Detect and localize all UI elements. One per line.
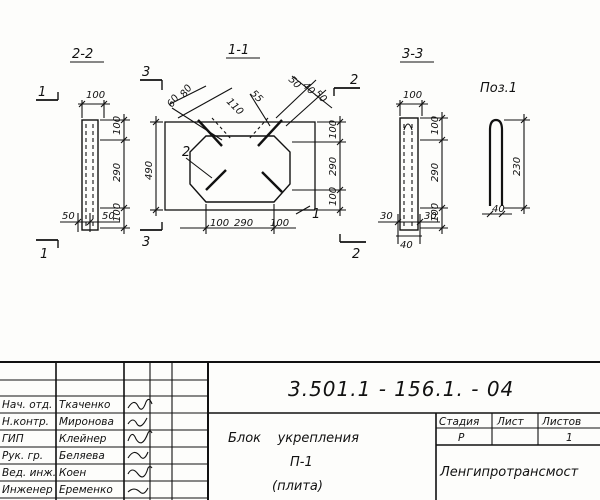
dim-3-3-v2: 290: [430, 163, 441, 182]
name-5: Коен: [59, 467, 86, 479]
dim-1-1-b3: 100: [270, 218, 289, 229]
dim-3-3-v3: 100: [430, 203, 441, 222]
role-3: ГИП: [2, 433, 24, 445]
dim-2-2-v3: 100: [112, 203, 123, 222]
dim-3-3-bottom-right: 30: [424, 211, 437, 222]
organization-name: Ленгипротрансмост: [439, 465, 579, 480]
dim-1-1-height: 490: [144, 161, 155, 180]
dim-pos-1-height: 230: [512, 157, 523, 176]
signatures-column: Нач. отд. Ткаченко Н.контр. Миронова ГИП…: [2, 399, 114, 496]
product-name-line3: (плита): [272, 479, 323, 494]
cut-mark-2: 2 2: [333, 73, 366, 262]
cut-mark-2-top: 2: [350, 73, 358, 88]
cut-mark-1: 1 1: [36, 85, 59, 262]
dim-2-2-v2: 290: [112, 163, 123, 182]
product-name-line2: П-1: [290, 455, 313, 470]
cut-mark-2-bottom: 2: [352, 247, 360, 262]
dim-3-3-v1: 100: [430, 116, 441, 135]
dim-1-1-tl-1: 60: [165, 93, 181, 110]
dim-3-3-under: 40: [400, 240, 413, 251]
cut-mark-1-bottom: 1: [40, 247, 48, 262]
dim-2-2-top: 100: [86, 90, 105, 101]
name-3: Клейнер: [59, 433, 107, 445]
sheets-value: 1: [566, 432, 573, 444]
role-1: Нач. отд.: [2, 399, 52, 411]
pos-1-title: Поз.1: [480, 81, 517, 96]
dim-1-1-tl-2: 80: [178, 83, 194, 100]
title-block: [0, 361, 600, 500]
stage-header: Стадия: [439, 416, 479, 428]
cut-mark-3-top: 3: [142, 65, 150, 80]
dim-2-2-v1: 100: [112, 116, 123, 135]
name-4: Беляева: [59, 450, 105, 462]
position-1-detail: Поз.1 230 40: [480, 81, 530, 218]
dim-1-1-r2: 290: [328, 157, 339, 176]
dim-2-2-bottom-right: 50: [102, 211, 115, 222]
name-6: Еременко: [59, 484, 113, 496]
role-4: Рук. гр.: [2, 450, 43, 462]
dim-1-1-tr-1: 50: [286, 74, 303, 91]
role-6: Инженер: [2, 484, 53, 496]
dim-2-2-bottom-left: 50: [62, 211, 75, 222]
name-1: Ткаченко: [59, 399, 111, 411]
section-2-2-title: 2-2: [72, 47, 93, 62]
cut-mark-1-top: 1: [38, 85, 46, 100]
dim-1-1-tl-3: 110: [224, 96, 245, 117]
section-1-1: 1-1 60 80 110 55: [144, 43, 346, 234]
cut-mark-3: 3 3: [140, 65, 163, 250]
callout-2: 2: [182, 145, 190, 160]
dim-3-3-top: 100: [403, 90, 422, 101]
product-name-line1: Блок укрепления: [228, 431, 359, 446]
cut-mark-3-bottom: 3: [142, 235, 150, 250]
dim-1-1-r3: 100: [328, 187, 339, 206]
section-2-2: 2-2 100 100 290 100: [60, 47, 130, 234]
sheets-header: Листов: [541, 416, 581, 428]
section-1-1-title: 1-1: [228, 43, 249, 58]
section-3-3: 3-3 100 100 290 100 30 30: [378, 47, 448, 251]
dim-pos-1-width: 40: [492, 204, 505, 215]
role-5: Вед. инж.: [2, 467, 56, 479]
sheet-header: Лист: [496, 416, 524, 428]
section-3-3-title: 3-3: [402, 47, 423, 62]
dim-1-1-top-mid: 55: [248, 88, 265, 105]
name-2: Миронова: [59, 416, 114, 428]
dim-3-3-bottom-left: 30: [380, 211, 393, 222]
stage-value: Р: [458, 432, 465, 444]
dim-1-1-b2: 290: [234, 218, 253, 229]
role-2: Н.контр.: [2, 416, 49, 428]
callout-1: 1: [312, 207, 320, 222]
dim-1-1-r1: 100: [328, 120, 339, 139]
dim-1-1-b1: 100: [210, 218, 229, 229]
document-code: 3.501.1 - 156.1. - 04: [288, 377, 514, 401]
